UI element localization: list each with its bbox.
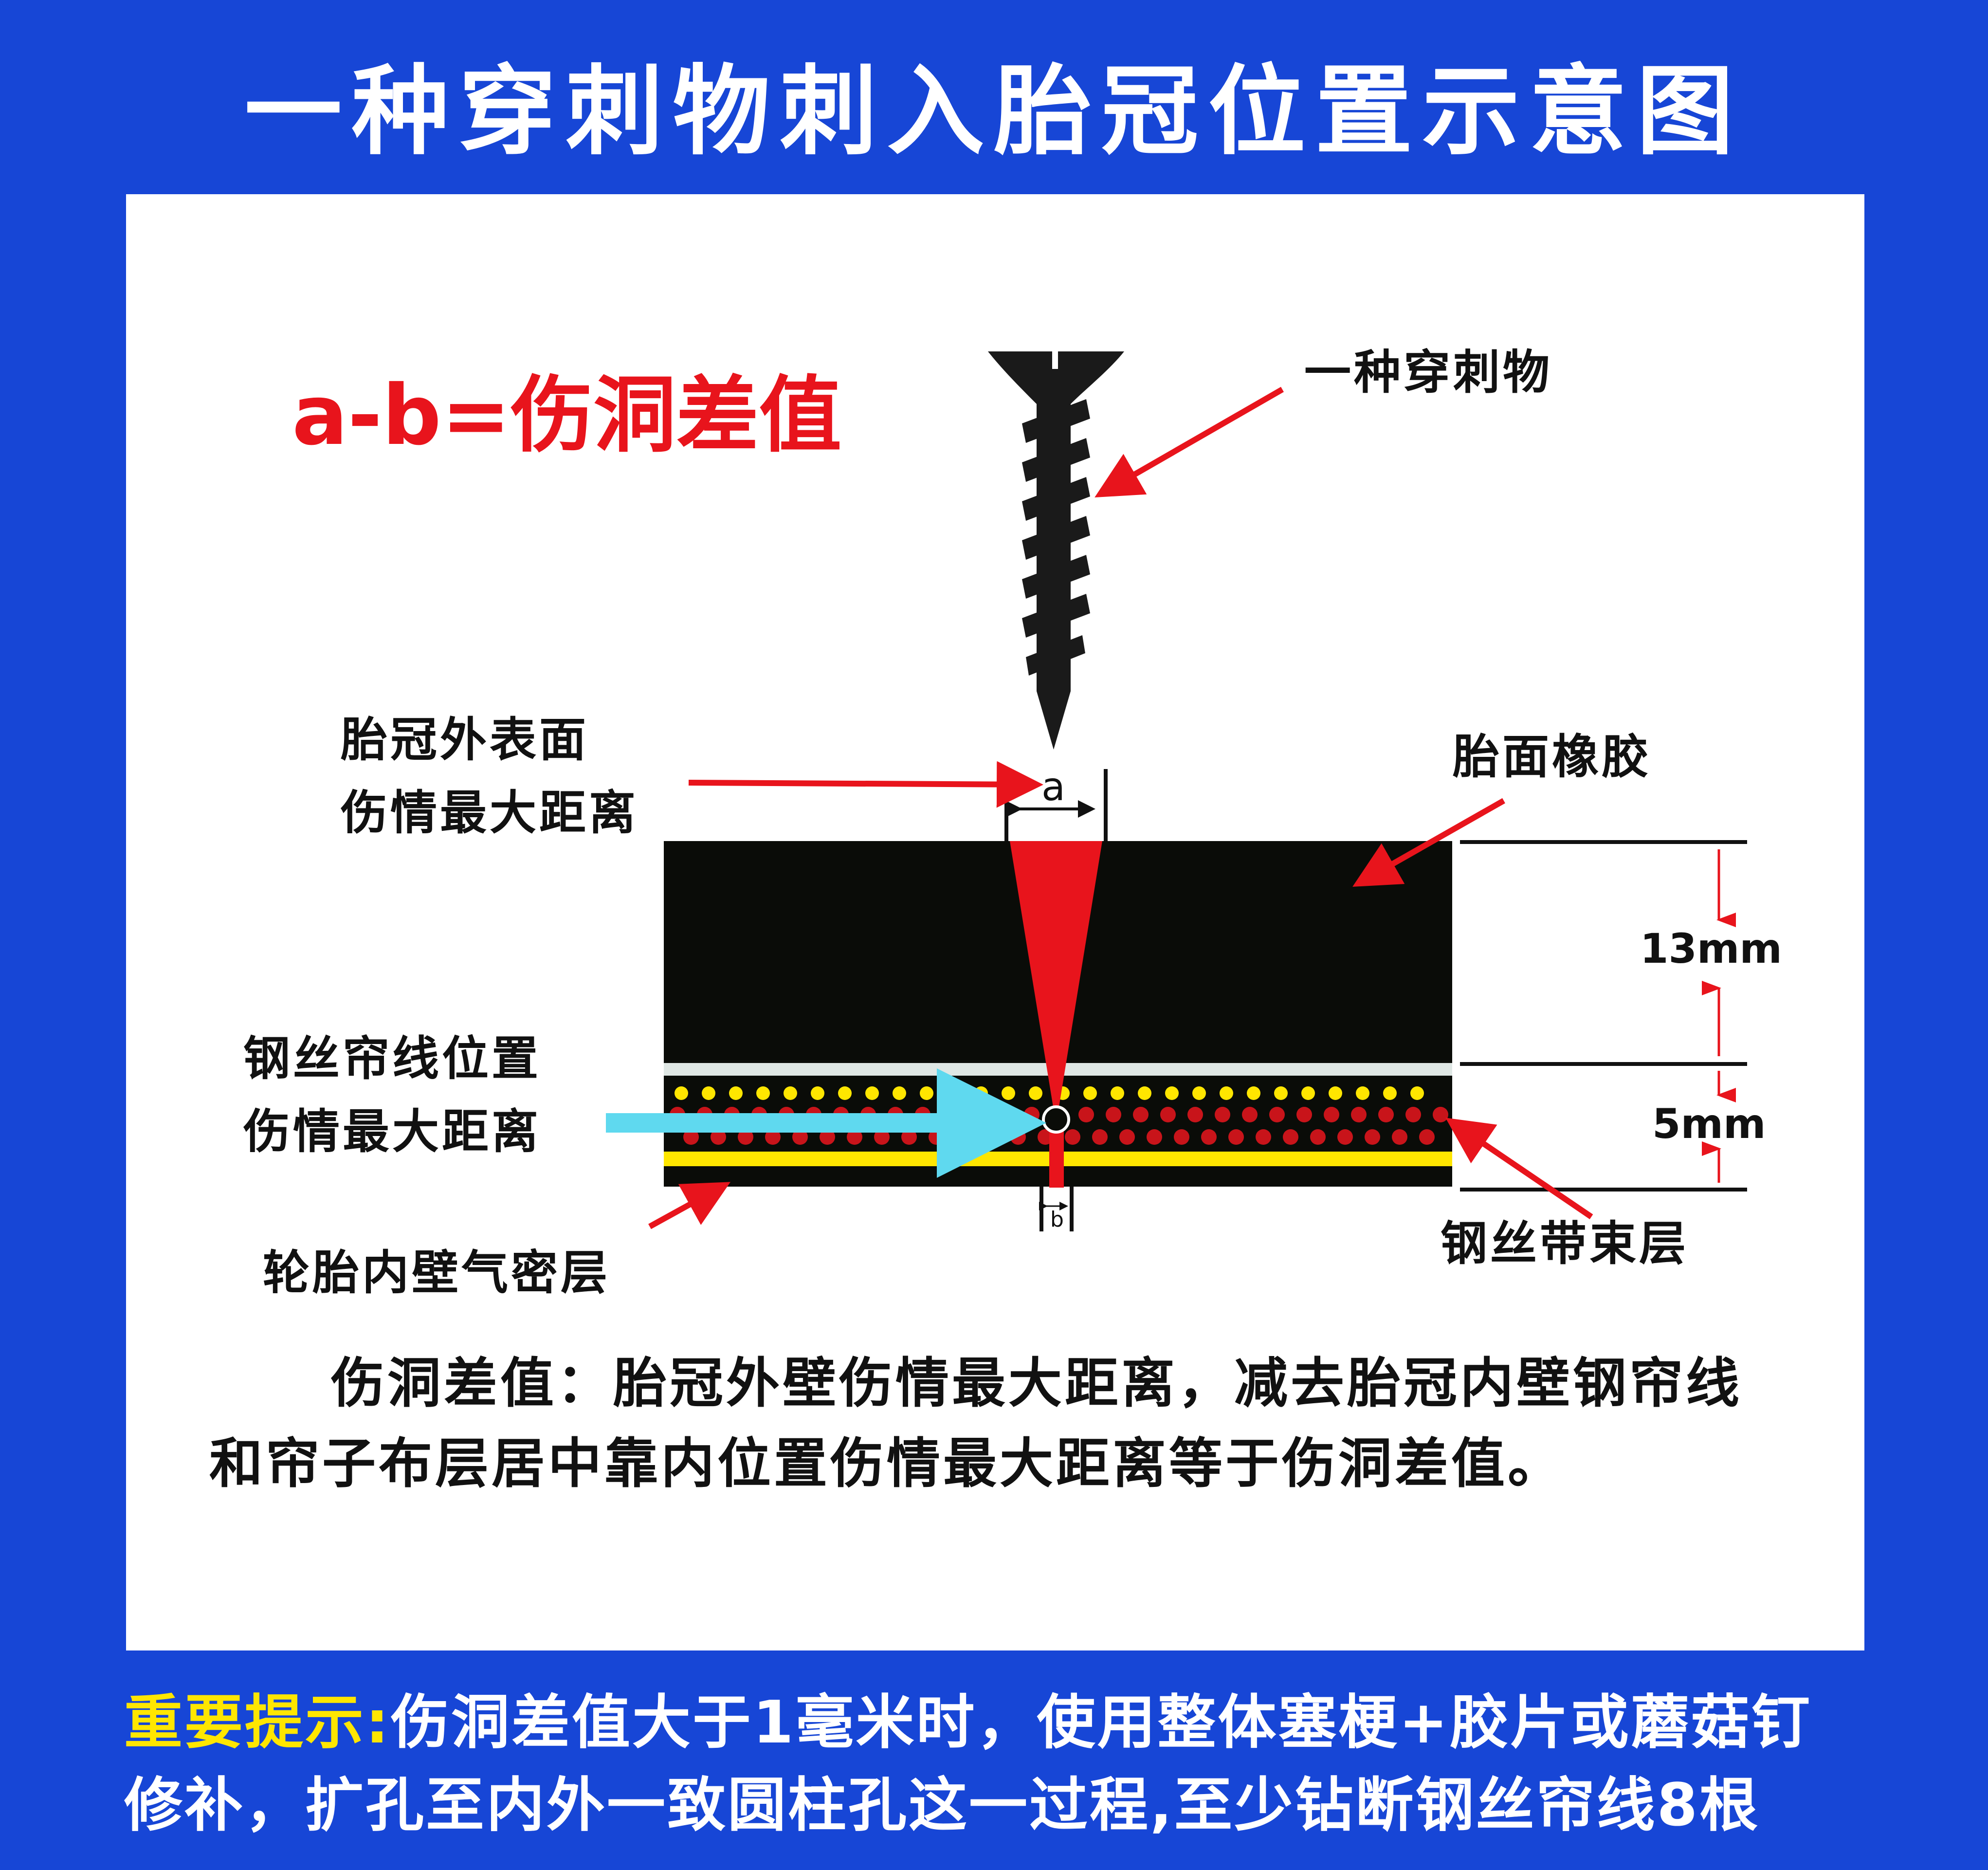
- thickness-13mm: 13mm: [1640, 925, 1782, 972]
- cord-dot-red: [1405, 1107, 1421, 1122]
- cord-dot-red: [1119, 1129, 1135, 1145]
- cord-dot-red: [1392, 1129, 1407, 1145]
- description-line1: 伤洞差值：胎冠外壁伤情最大距离，减去胎冠内壁钢帘线: [331, 1352, 1742, 1414]
- cord-dot-red: [1228, 1129, 1244, 1145]
- cord-dot-red: [1256, 1129, 1271, 1145]
- label-inner-liner: 轮胎内壁气密层: [263, 1246, 610, 1300]
- cord-dot-yellow: [756, 1086, 770, 1100]
- label-steel-cord-1: 钢丝帘线位置: [243, 1031, 541, 1086]
- thickness-5mm: 5mm: [1652, 1100, 1766, 1148]
- description: 伤洞差值：胎冠外壁伤情最大距离，减去胎冠内壁钢帘线 和帘子布层居中靠内位置伤情最…: [209, 1343, 1815, 1504]
- cord-dot-red: [901, 1129, 917, 1145]
- cord-dot-red: [1419, 1129, 1435, 1145]
- cord-dot-red: [1147, 1129, 1162, 1145]
- cord-dot-yellow: [675, 1086, 688, 1100]
- cord-dot-red: [1160, 1107, 1176, 1122]
- cord-dot-red: [1174, 1129, 1189, 1145]
- cord-dot-yellow: [811, 1086, 824, 1100]
- label-steel-belt: 钢丝带束层: [1441, 1216, 1689, 1271]
- cord-dot-red: [1365, 1129, 1380, 1145]
- cord-dot-red: [711, 1129, 726, 1145]
- cord-dot-red: [1092, 1129, 1108, 1145]
- important-tip: 重要提示:伤洞差值大于1毫米时，使用整体塞梗+胶片或蘑菇钉 修补，扩孔至内外一致…: [124, 1682, 1954, 1847]
- cord-dot-yellow: [1002, 1086, 1015, 1100]
- cord-dot-red: [1187, 1107, 1203, 1122]
- pointer-arrows: [648, 386, 1593, 1229]
- cord-dot-yellow: [1083, 1086, 1097, 1100]
- cord-dot-yellow: [1029, 1086, 1042, 1100]
- dim-a-label: a: [1041, 764, 1066, 809]
- cord-dot-red: [1269, 1107, 1285, 1122]
- page-title: 一种穿刺物刺入胎冠位置示意图: [244, 55, 1744, 168]
- puncture-wedge: [1010, 841, 1102, 1110]
- cord-dot-red: [1337, 1129, 1353, 1145]
- label-outer-surface-1: 胎冠外表面: [341, 713, 589, 767]
- cord-dot-red: [1065, 1129, 1080, 1145]
- cord-dot-red: [1283, 1129, 1298, 1145]
- cord-dot-red: [792, 1129, 808, 1145]
- cord-dot-red: [1351, 1107, 1367, 1122]
- dim-b-label: b: [1050, 1207, 1064, 1232]
- cord-dot-yellow: [1111, 1086, 1124, 1100]
- formula-label: a-b=伤洞差值: [292, 367, 842, 464]
- label-tread-rubber: 胎面橡胶: [1453, 730, 1651, 784]
- cord-dot-yellow: [893, 1086, 906, 1100]
- cord-dot-red: [1133, 1107, 1149, 1122]
- cord-dot-red: [1106, 1107, 1121, 1122]
- cord-dot-yellow: [1301, 1086, 1315, 1100]
- cord-dot-yellow: [1356, 1086, 1369, 1100]
- tip-highlight: 重要提示:: [124, 1689, 391, 1757]
- cord-dot-yellow: [865, 1086, 879, 1100]
- cord-dot-red: [1310, 1129, 1326, 1145]
- cord-dot-red: [1433, 1107, 1448, 1122]
- cord-dot-red: [1215, 1107, 1230, 1122]
- cord-dot-yellow: [1383, 1086, 1397, 1100]
- cord-dot-red: [738, 1129, 753, 1145]
- cord-dot-red: [1324, 1107, 1339, 1122]
- cord-dot-yellow: [702, 1086, 715, 1100]
- cord-dot-yellow: [729, 1086, 743, 1100]
- cord-dot-yellow: [1138, 1086, 1151, 1100]
- cord-dot-red: [820, 1129, 835, 1145]
- cord-dot-yellow: [1247, 1086, 1260, 1100]
- label-steel-cord-2: 伤情最大距离: [243, 1104, 541, 1159]
- cord-dot-yellow: [1329, 1086, 1342, 1100]
- cord-dot-red: [765, 1129, 781, 1145]
- cord-dot-yellow: [1410, 1086, 1424, 1100]
- cord-dot-red: [1201, 1129, 1217, 1145]
- cord-dot-red: [683, 1129, 699, 1145]
- description-line2: 和帘子布层居中靠内位置伤情最大距离等于伤洞差值。: [209, 1432, 1564, 1495]
- cord-dot-yellow: [1192, 1086, 1206, 1100]
- cord-dot-yellow: [1165, 1086, 1179, 1100]
- label-puncture-object: 一种穿刺物: [1304, 345, 1552, 400]
- cord-dot-yellow: [1220, 1086, 1233, 1100]
- dimension-b: [1039, 1187, 1074, 1231]
- tip-line1: 伤洞差值大于1毫米时，使用整体塞梗+胶片或蘑菇钉: [391, 1689, 1812, 1757]
- cord-dot-red: [1078, 1107, 1094, 1122]
- cord-dot-red: [874, 1129, 890, 1145]
- cyan-arrow: [606, 1068, 1046, 1178]
- cord-dot-yellow: [784, 1086, 797, 1100]
- cord-dot-yellow: [838, 1086, 852, 1100]
- tip-line2: 修补，扩孔至内外一致圆柱孔这一过程,至少钻断钢丝帘线8根: [124, 1772, 1760, 1839]
- cord-dot-yellow: [920, 1086, 933, 1100]
- label-outer-surface-2: 伤情最大距离: [341, 786, 638, 840]
- thickness-dimensions: [1460, 840, 1747, 1192]
- cord-dot-yellow: [1274, 1086, 1288, 1100]
- screw-icon: [988, 349, 1124, 750]
- cord-dot-red: [1242, 1107, 1258, 1122]
- cord-dot-red: [1296, 1107, 1312, 1122]
- cord-dot-red: [847, 1129, 862, 1145]
- cord-dot-red: [1378, 1107, 1394, 1122]
